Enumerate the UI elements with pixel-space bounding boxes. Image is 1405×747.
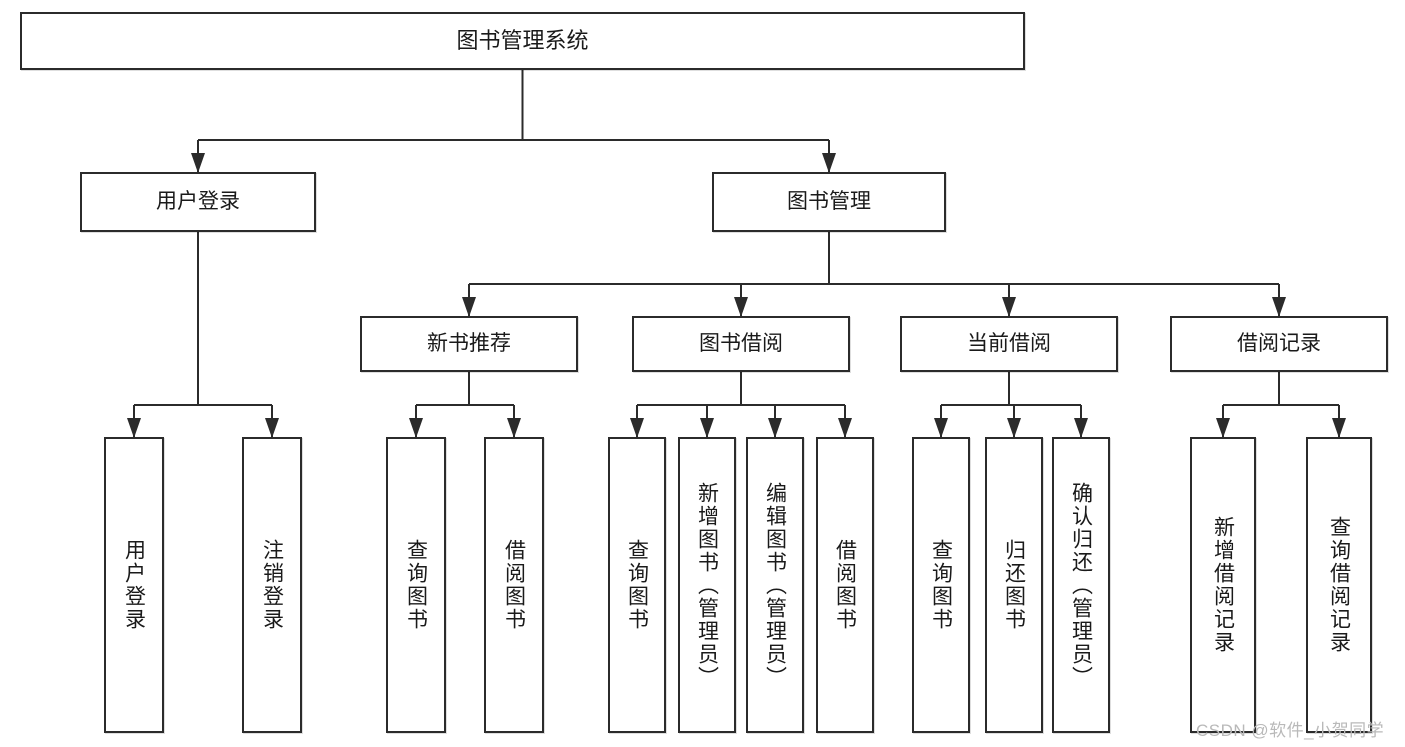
node-leaf-user-login[interactable]: 用户登录 [104,437,164,733]
node-leaf-rec-query2[interactable]: 查询借阅记录 [1306,437,1372,733]
node-user-login[interactable]: 用户登录 [80,172,316,232]
node-label: 查询借阅记录 [1327,516,1351,654]
watermark-label: CSDN @软件_小贺同学 [1196,721,1385,740]
node-leaf-rec-borrow[interactable]: 借阅图书 [484,437,544,733]
node-label: 新增借阅记录 [1211,516,1235,654]
node-label: 借阅图书 [833,539,857,631]
node-label: 用户登录 [122,539,146,631]
node-label: 注销登录 [260,539,284,631]
node-new-book-rec[interactable]: 新书推荐 [360,316,578,372]
node-leaf-borrow-add[interactable]: 新增图书（管理员） [678,437,736,733]
node-label: 编辑图书（管理员） [763,481,787,689]
node-label: 借阅图书 [502,539,526,631]
node-label: 新增图书（管理员） [695,481,719,689]
node-current-borrow[interactable]: 当前借阅 [900,316,1118,372]
node-label: 图书借阅 [699,331,783,355]
node-label: 查询图书 [625,539,649,631]
node-leaf-cur-confirm[interactable]: 确认归还（管理员） [1052,437,1110,733]
node-label: 借阅记录 [1237,331,1321,355]
node-label: 新书推荐 [427,331,511,355]
node-leaf-borrow-query[interactable]: 查询图书 [608,437,666,733]
node-label: 查询图书 [404,539,428,631]
node-label: 当前借阅 [967,331,1051,355]
node-label: 归还图书 [1002,539,1026,631]
node-leaf-user-logout[interactable]: 注销登录 [242,437,302,733]
node-leaf-cur-return[interactable]: 归还图书 [985,437,1043,733]
node-label: 查询图书 [929,539,953,631]
node-borrow-record[interactable]: 借阅记录 [1170,316,1388,372]
node-label: 确认归还（管理员） [1069,481,1093,689]
node-book-manage[interactable]: 图书管理 [712,172,946,232]
node-root[interactable]: 图书管理系统 [20,12,1025,70]
node-label: 用户登录 [156,189,240,213]
node-book-borrow[interactable]: 图书借阅 [632,316,850,372]
node-label: 图书管理 [787,189,871,213]
node-leaf-rec-query[interactable]: 查询图书 [386,437,446,733]
node-leaf-borrow-do[interactable]: 借阅图书 [816,437,874,733]
node-label: 图书管理系统 [456,28,589,54]
node-leaf-cur-query[interactable]: 查询图书 [912,437,970,733]
node-leaf-borrow-edit[interactable]: 编辑图书（管理员） [746,437,804,733]
node-leaf-rec-add[interactable]: 新增借阅记录 [1190,437,1256,733]
